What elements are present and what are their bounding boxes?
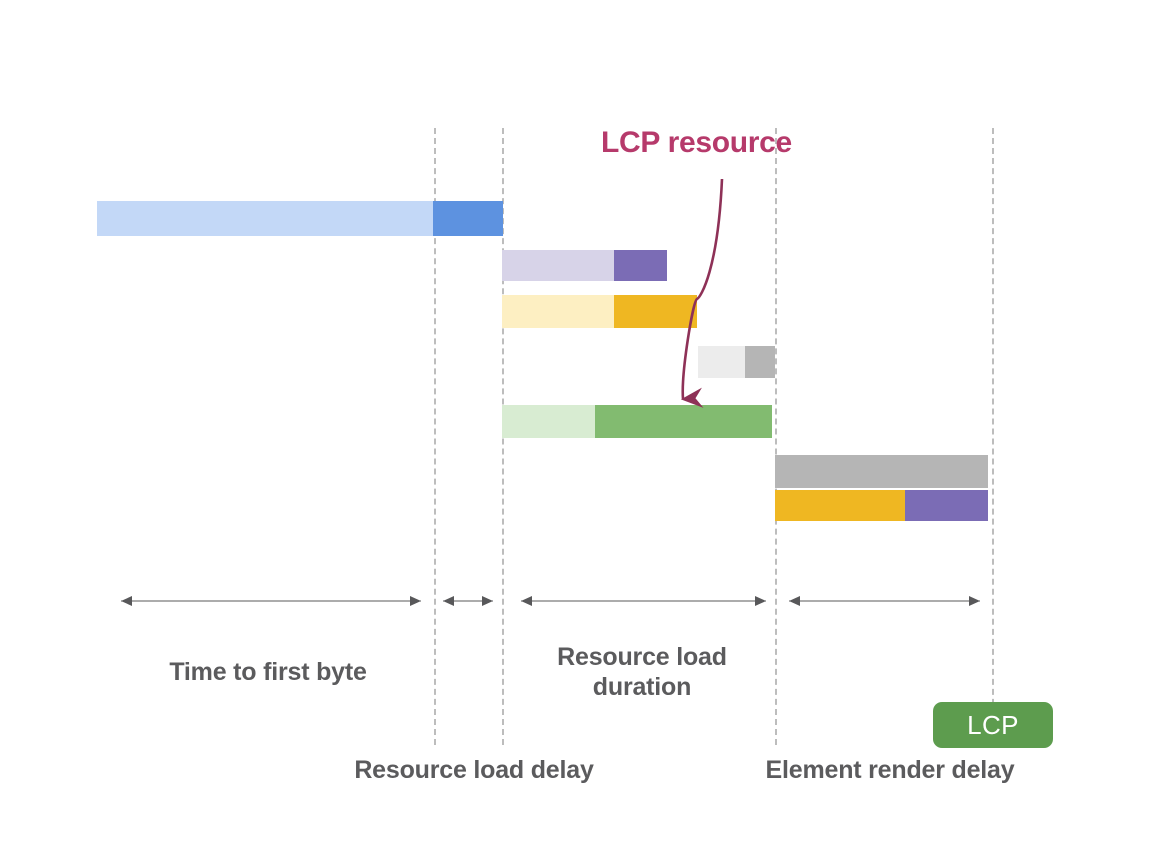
- stylesheet-download: [614, 250, 667, 281]
- lcp-image-wait: [502, 405, 595, 438]
- label-resource-load-delay: Resource load delay: [354, 756, 594, 784]
- arrow-head-right: [410, 596, 421, 606]
- lcp-badge[interactable]: LCP: [933, 702, 1053, 748]
- arrow-head-left: [121, 596, 132, 606]
- label-resource-load-duration: Resource load duration: [557, 643, 727, 701]
- guide-ttfb-end: [434, 128, 436, 745]
- stylesheet-wait: [502, 250, 614, 281]
- label-element-render-delay: Element render delay: [765, 756, 1015, 784]
- measure-time-to-first-byte: [121, 596, 421, 606]
- other-wait: [698, 346, 745, 378]
- document-download: [433, 201, 503, 236]
- guide-resource-load-end: [775, 128, 777, 745]
- page-title: LCP resource: [601, 126, 792, 159]
- arrow-head-left: [443, 596, 454, 606]
- arrow-head-right: [482, 596, 493, 606]
- arrow-head-left: [789, 596, 800, 606]
- guide-lcp: [992, 128, 994, 745]
- arrow-head-right: [755, 596, 766, 606]
- arrow-head-left: [521, 596, 532, 606]
- script-download: [614, 295, 697, 328]
- label-time-to-first-byte: Time to first byte: [169, 658, 367, 686]
- arrow-head-right: [969, 596, 980, 606]
- lcp-image-download: [595, 405, 772, 438]
- measure-resource-load-delay: [443, 596, 493, 606]
- measure-element-render-delay: [789, 596, 980, 606]
- render-work-paint: [905, 490, 988, 521]
- render-work-script: [775, 490, 905, 521]
- document-wait: [97, 201, 433, 236]
- other-download: [745, 346, 775, 378]
- measure-resource-load-duration: [521, 596, 766, 606]
- render-task-block: [775, 455, 988, 488]
- script-wait: [502, 295, 614, 328]
